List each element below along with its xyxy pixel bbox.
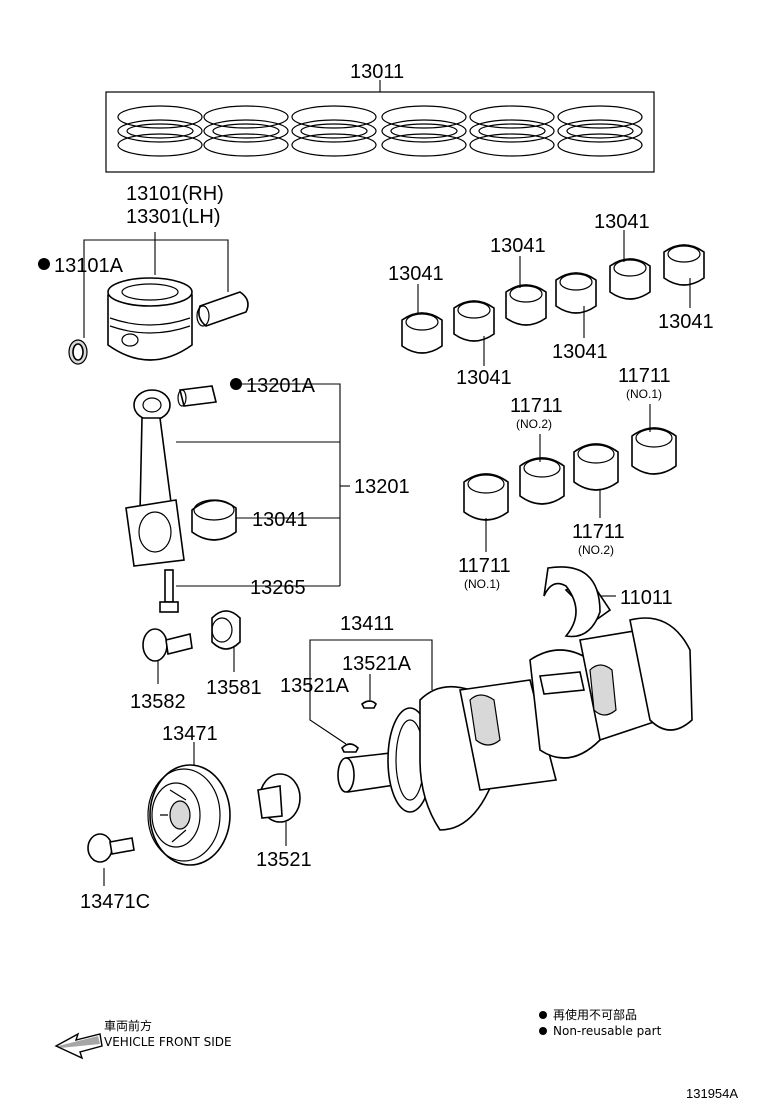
label-13041-c: 13041 xyxy=(490,235,546,257)
label-11711-no1-upper-sub: (NO.1) xyxy=(626,387,662,401)
front-arrow-icon xyxy=(54,1032,103,1060)
label-13041-f: 13041 xyxy=(658,311,714,333)
crank-pulley xyxy=(147,742,231,866)
front-direction-en: VEHICLE FRONT SIDE xyxy=(104,1035,232,1049)
label-13582: 13582 xyxy=(130,691,186,713)
label-13411: 13411 xyxy=(340,613,394,635)
label-13265: 13265 xyxy=(250,577,306,599)
front-direction-jp: 車両前方 xyxy=(104,1018,152,1033)
label-11711-no1-lower-sub: (NO.1) xyxy=(464,577,500,591)
bolt-13471c xyxy=(87,833,135,886)
label-11711-no1-lower: 11711 xyxy=(458,555,511,577)
label-13041-a: 13041 xyxy=(388,263,444,285)
crank-timing-gear xyxy=(257,773,301,846)
non-reusable-dot-icon xyxy=(230,378,242,390)
label-13471c: 13471C xyxy=(80,891,150,913)
label-13521: 13521 xyxy=(256,849,312,871)
label-11711-no2-left-sub: (NO.2) xyxy=(516,417,552,431)
label-13041-e: 13041 xyxy=(594,211,650,233)
label-13101a: 13101A xyxy=(54,255,124,277)
main-bearing-set xyxy=(463,404,677,552)
label-11711-no2-right-sub: (NO.2) xyxy=(578,543,614,557)
label-11011: 11011 xyxy=(620,587,673,609)
label-13471: 13471 xyxy=(162,723,218,745)
label-13201: 13201 xyxy=(354,476,410,498)
legend-jp: 再使用不可部品 xyxy=(553,1007,637,1022)
label-11711-no2-left: 11711 xyxy=(510,395,563,417)
label-13041-b: 13041 xyxy=(456,367,512,389)
label-13581: 13581 xyxy=(206,677,262,699)
legend-en: Non-reusable part xyxy=(553,1024,662,1038)
connecting-rod xyxy=(125,383,350,613)
bushing-13581 xyxy=(211,610,241,672)
thrust-washer xyxy=(543,566,616,638)
label-13521a-upper: 13521A xyxy=(342,653,412,675)
label-13301-lh: 13301(LH) xyxy=(126,206,221,228)
bolt-13582 xyxy=(142,628,193,684)
label-11711-no2-right: 11711 xyxy=(572,521,625,543)
rod-bearing-set xyxy=(401,230,705,366)
piston xyxy=(68,232,249,365)
non-reusable-dot-icon xyxy=(38,258,50,270)
label-11711-no1-upper: 11711 xyxy=(618,365,671,387)
label-13011: 13011 xyxy=(350,61,404,83)
label-13041-d: 13041 xyxy=(552,341,608,363)
piston-ring-set xyxy=(105,80,655,173)
label-13101-rh: 13101(RH) xyxy=(126,183,224,205)
label-13201a: 13201A xyxy=(246,375,316,397)
crankshaft xyxy=(309,579,693,831)
figure-id: 131954A xyxy=(686,1086,738,1101)
label-13041-rod-bearing: 13041 xyxy=(252,509,308,531)
label-13521a-lower: 13521A xyxy=(280,675,350,697)
non-reusable-dot-icon xyxy=(539,1011,547,1019)
non-reusable-dot-icon xyxy=(539,1027,547,1035)
